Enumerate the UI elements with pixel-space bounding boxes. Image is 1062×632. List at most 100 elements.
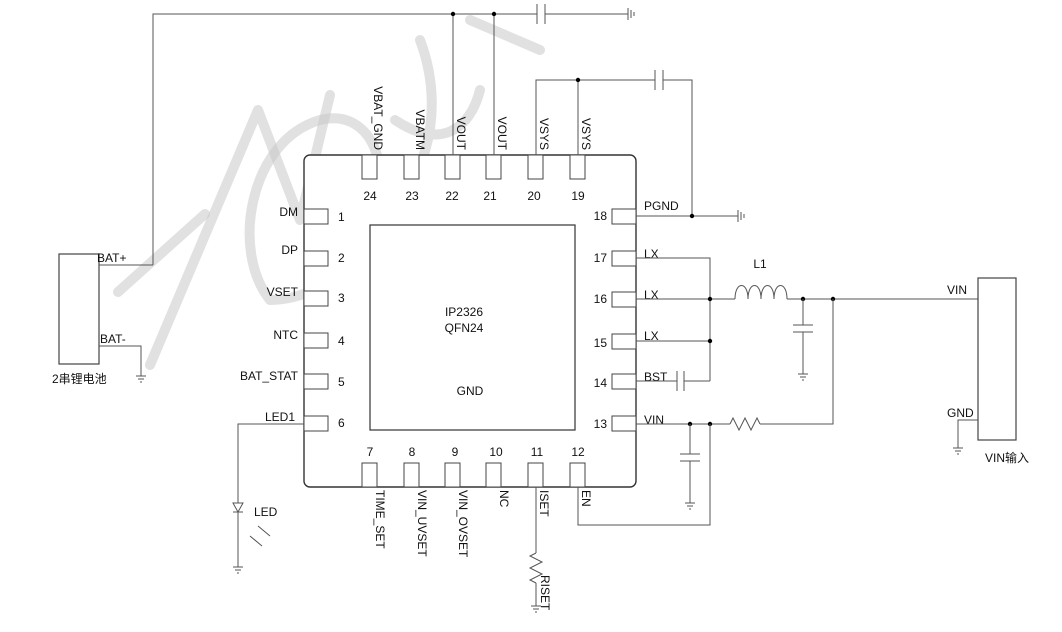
pin-15-name: LX [644,329,659,343]
inductor-l1 [734,285,788,300]
ic-package-label: QFN24 [445,321,484,335]
pin-19-name: VSYS [579,118,593,150]
pin-18-name: PGND [644,199,679,213]
battery-caption: 2串锂电池 [52,371,107,386]
pin-14 [611,373,637,390]
ic-part-number: IP2326 [445,305,483,319]
pin-11 [527,462,544,488]
battery-plus-label: BAT+ [97,251,126,265]
pin-9 [444,462,461,488]
bottom-pins: 7 8 9 10 11 12 TIME_SET VIN_UVSET VIN_OV… [361,445,593,558]
vin-connector-body [977,277,1017,441]
pin-24 [361,154,378,180]
pin-15 [611,333,637,350]
inductor-label: L1 [753,257,767,271]
vin13-net [577,299,834,526]
led-net: LED [232,423,304,574]
pin-23 [403,154,420,180]
top-pins: 24 23 22 21 20 19 VBAT_GND VBATM VOUT VO… [361,86,593,203]
gnd-input-label: GND [947,406,974,420]
pin-23-name: VBATM [413,110,427,150]
pgnd-net [636,210,745,222]
pin-9-name: VIN_OVSET [456,490,470,558]
led-icon [232,502,244,514]
pin-18-number: 18 [594,209,608,223]
pin-16-number: 16 [594,292,608,306]
ic-gnd-label: GND [457,384,484,398]
vin13-capacitor [680,424,700,510]
pin-13-number: 13 [594,417,608,431]
pin-13-name: VIN [644,413,664,427]
pin-16-name: LX [644,288,659,302]
pin-5 [303,373,329,390]
vin-capacitor [793,299,813,381]
pin-22-number: 22 [445,189,459,203]
pin-20-number: 20 [527,189,541,203]
battery-minus-label: BAT- [100,332,126,346]
pin-12-name: EN [579,490,593,507]
pin-11-number: 11 [531,445,544,459]
pin-19 [569,154,586,180]
ground-symbol [737,210,745,222]
pin-4-number: 4 [338,334,345,348]
pin-24-number: 24 [363,189,377,203]
pin-17-number: 17 [594,251,608,265]
bst-net [636,371,710,391]
pin-4-name: NTC [273,328,298,342]
vin-input-connector: VIN GND VIN输入 [947,277,1029,465]
pin-18 [611,208,637,225]
pin-22 [444,154,461,180]
pin-12-number: 12 [571,445,585,459]
battery-connector: BAT+ BAT- 2串锂电池 [52,251,153,386]
left-pins: 1 2 3 4 5 6 DM DP VSET NTC BAT_STAT LED1 [240,205,345,432]
vsys-net [535,70,693,216]
pin-14-number: 14 [594,376,608,390]
pin-6-number: 6 [338,416,345,430]
pin-17-name: LX [644,247,659,261]
pin-10-number: 10 [489,445,503,459]
pin-20-name: VSYS [537,118,551,150]
pin-16 [611,291,637,308]
pin-21 [485,154,502,180]
vin-input-label: VIN [947,283,967,297]
iset-net: RISET [528,487,552,613]
pin-5-name: BAT_STAT [240,369,299,383]
pin-1-name: DM [279,205,298,219]
pin-12 [569,462,586,488]
vsys-capacitor [654,70,664,90]
pin-4 [303,332,329,349]
pin-1 [303,208,329,225]
pin-15-number: 15 [594,336,608,350]
pin-22-name: VOUT [454,117,468,151]
pin-24-name: VBAT_GND [371,86,385,150]
pin-17 [611,250,637,267]
pin-11-name: ISET [537,490,551,517]
pin-3-number: 3 [338,291,345,305]
pin-19-number: 19 [571,189,585,203]
pin-5-number: 5 [338,375,345,389]
vin-input-caption: VIN输入 [985,450,1029,465]
pin-3 [303,290,329,307]
led-label: LED [254,505,278,519]
pin-1-number: 1 [338,210,345,224]
battery-body [58,253,100,365]
pin-7-number: 7 [367,445,374,459]
pin-21-number: 21 [483,189,497,203]
pin-2 [303,250,329,267]
pin-8-name: VIN_UVSET [415,490,429,557]
vout-net [152,4,635,265]
pin-6 [303,415,329,432]
pin-13 [611,415,637,432]
pin-6-name: LED1 [265,410,295,424]
ground-symbol [627,8,635,20]
pin-14-name: BST [644,370,668,384]
pin-3-name: VSET [267,285,299,299]
riset-resistor [528,552,544,584]
pin-8-number: 8 [409,445,416,459]
pin-10 [485,462,502,488]
pin-2-number: 2 [338,251,345,265]
pin-20 [527,154,544,180]
pin-10-name: NC [497,490,511,508]
